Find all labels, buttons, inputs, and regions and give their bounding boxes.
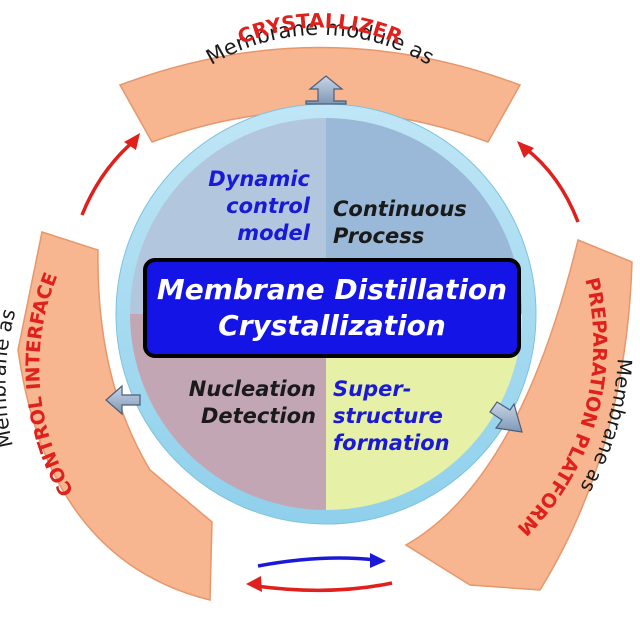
- right-red-arrow: [523, 146, 580, 223]
- center-title-line1: Membrane Distillation: [156, 273, 508, 306]
- structure-label: structure: [333, 404, 443, 428]
- dynamic-label: Dynamic: [208, 167, 310, 191]
- quadrant-bottom-right: [326, 314, 522, 510]
- center-title-box: Membrane Distillation Crystallization: [143, 258, 521, 358]
- quadrant-bottom-left: [130, 314, 326, 510]
- left-block-arrow: [105, 384, 141, 416]
- bottom-red-arrowhead: [246, 576, 262, 592]
- left-red-arrowhead: [124, 133, 140, 150]
- left-red-arrow: [80, 138, 137, 216]
- right-red-arrowhead: [517, 141, 534, 158]
- left-band: [17, 231, 213, 601]
- bottom-red-arrow: [255, 581, 393, 593]
- super-label: Super-: [333, 377, 412, 401]
- continuous-label: Continuous: [333, 197, 467, 221]
- quadrant-bottom-left-text: Nucleation Detection: [150, 376, 316, 430]
- quadrant-top-left-text: Dynamic control model: [150, 166, 310, 247]
- quadrant-bottom-right-text: Super- structure formation: [333, 376, 503, 457]
- model-label: model: [237, 221, 310, 245]
- formation-label: formation: [333, 431, 450, 455]
- bottom-blue-arrowhead: [370, 553, 386, 568]
- bottom-blue-arrow: [257, 556, 377, 568]
- process-label: Process: [333, 224, 425, 248]
- detection-label: Detection: [200, 404, 316, 428]
- center-title-line2: Crystallization: [218, 309, 446, 342]
- right-down-block-arrow: [489, 401, 523, 433]
- control-label: control: [226, 194, 310, 218]
- left-band-line1: Membrane as: [0, 306, 20, 450]
- quadrant-top-right-text: Continuous Process: [333, 196, 503, 250]
- right-band: [404, 238, 633, 591]
- nucleation-label: Nucleation: [188, 377, 316, 401]
- up-block-arrow: [305, 75, 347, 105]
